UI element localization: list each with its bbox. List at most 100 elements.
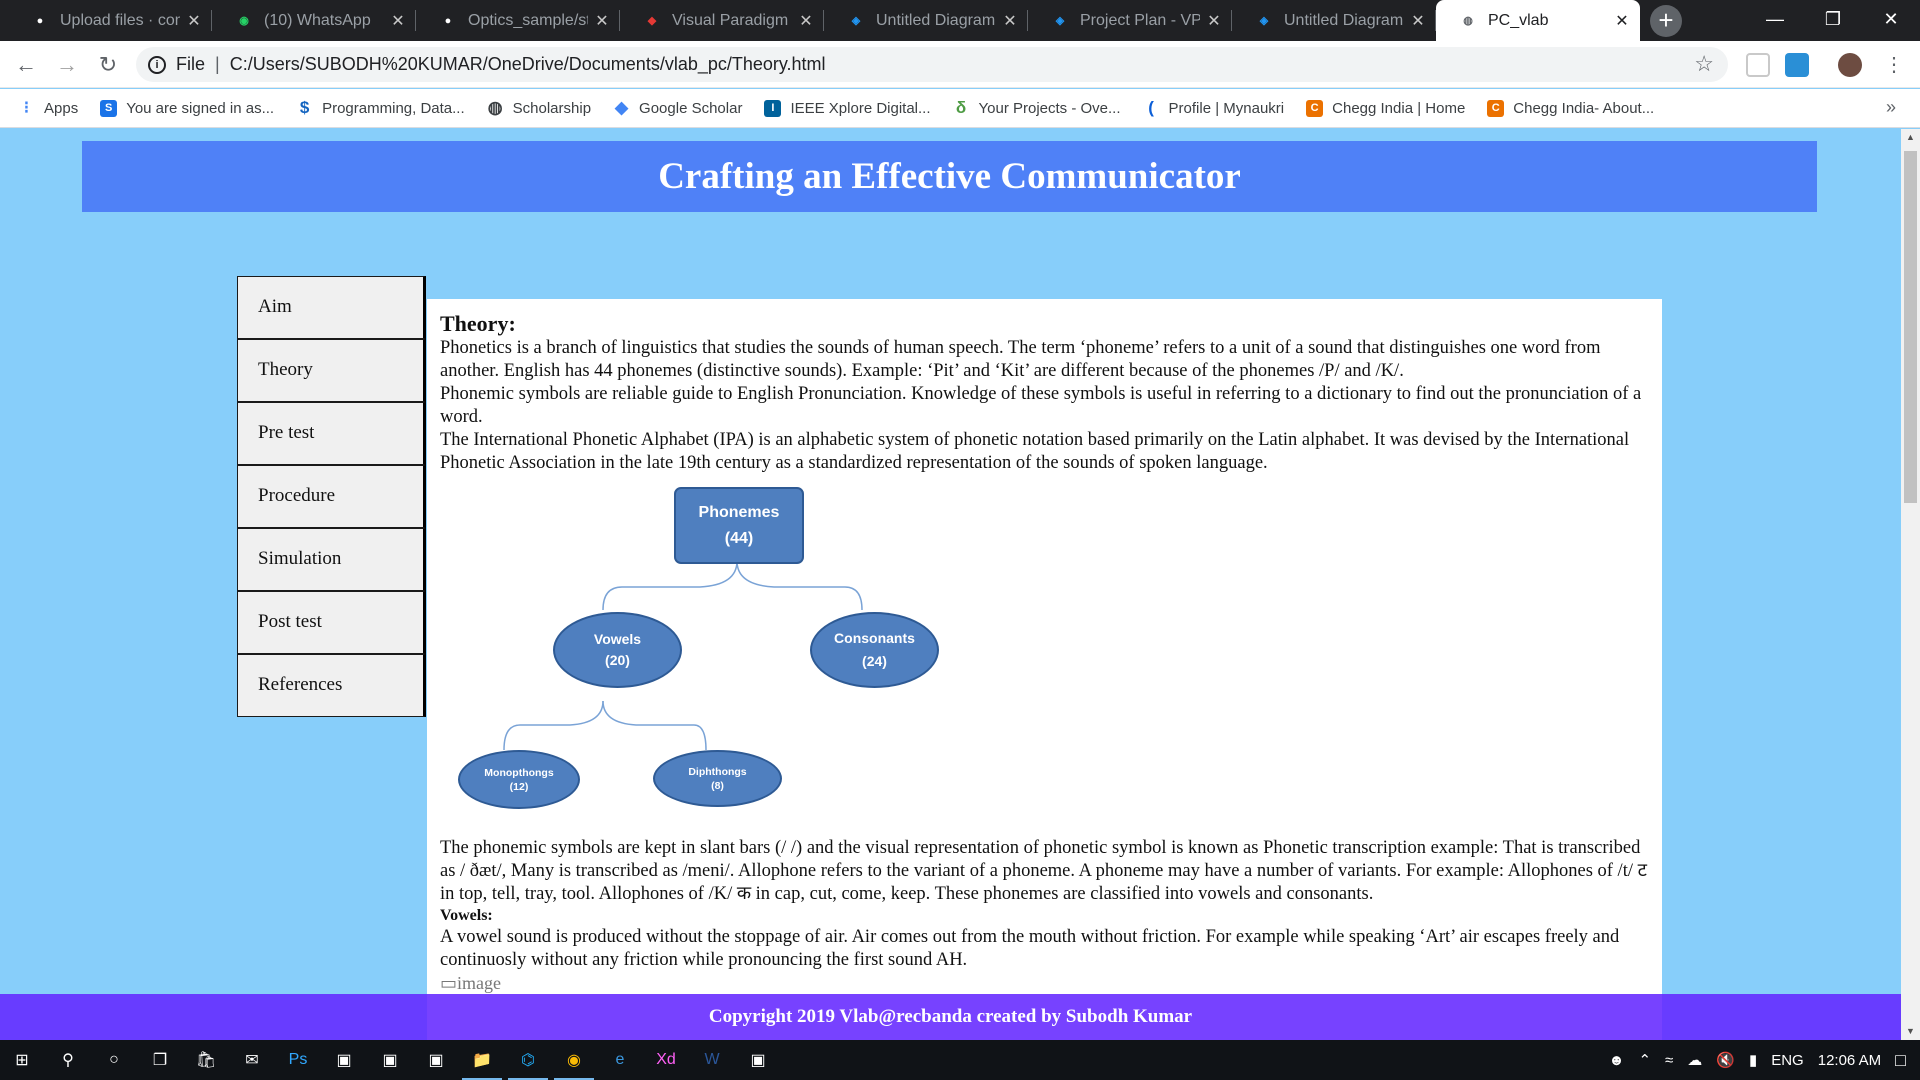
- tab-title: Project Plan - VP O: [1080, 11, 1200, 29]
- bookmark-label: Scholarship: [512, 99, 592, 117]
- bookmark-item[interactable]: ◆Google Scholar: [613, 98, 742, 117]
- tab-close-icon[interactable]: ✕: [391, 12, 405, 30]
- vscode-icon[interactable]: ⌬: [508, 1046, 548, 1080]
- naukri-icon: (: [1148, 98, 1154, 117]
- tab-title: Optics_sample/sto: [468, 11, 588, 29]
- wifi-icon[interactable]: ≈: [1665, 1051, 1674, 1069]
- notifications-icon[interactable]: □: [1895, 1049, 1906, 1070]
- browser-tab[interactable]: ◍PC_vlab✕: [1436, 0, 1640, 41]
- edge-icon[interactable]: e: [615, 1051, 625, 1068]
- app-icon[interactable]: ▣: [336, 1052, 352, 1069]
- extension-icon[interactable]: [1746, 53, 1770, 77]
- chegg-icon: C: [1306, 99, 1324, 117]
- theory-paragraph: Phonetics is a branch of linguistics tha…: [440, 338, 1601, 381]
- browser-tab[interactable]: ●Optics_sample/sto✕: [416, 0, 620, 41]
- bookmark-item[interactable]: ( Profile | Mynaukri: [1143, 98, 1285, 117]
- tab-close-icon[interactable]: ✕: [799, 12, 813, 30]
- store-icon[interactable]: 🛍: [195, 1052, 217, 1069]
- forward-button[interactable]: →: [51, 49, 83, 81]
- bookmark-star-icon[interactable]: ☆: [1694, 51, 1714, 76]
- bookmarks-overflow-icon[interactable]: »: [1885, 97, 1896, 117]
- bookmark-label: Profile | Mynaukri: [1168, 99, 1285, 117]
- tab-close-icon[interactable]: ✕: [187, 12, 201, 30]
- scroll-up-arrow-icon[interactable]: ▲: [1906, 132, 1915, 142]
- browser-menu-button[interactable]: ⋮: [1878, 49, 1910, 81]
- drawio-icon: ◈: [851, 15, 861, 27]
- nav-item-references[interactable]: References: [237, 654, 426, 717]
- nav-item-simulation[interactable]: Simulation: [237, 528, 426, 591]
- theory-paragraph: Phonemic symbols are reliable guide to E…: [440, 384, 1642, 427]
- bookmark-item[interactable]: $Programming, Data...: [296, 98, 465, 117]
- search-icon[interactable]: ⚲: [62, 1052, 74, 1069]
- mail-icon[interactable]: ✉: [245, 1052, 259, 1069]
- photoshop-icon[interactable]: Ps: [288, 1051, 308, 1068]
- tab-close-icon[interactable]: ✕: [1207, 12, 1221, 30]
- xd-icon[interactable]: Xd: [656, 1051, 676, 1068]
- close-window-button[interactable]: ✕: [1883, 9, 1899, 29]
- battery-icon[interactable]: ▮: [1748, 1052, 1758, 1069]
- address-toolbar: ← → ↻ i File | C:/Users/SUBODH%20KUMAR/O…: [0, 41, 1920, 88]
- info-icon[interactable]: i: [148, 55, 166, 74]
- file-scheme-label: File: [176, 54, 206, 74]
- bookmark-item[interactable]: ◍Scholarship: [487, 98, 592, 117]
- scroll-down-arrow-icon[interactable]: ▼: [1906, 1026, 1915, 1036]
- show-hidden-icons-icon[interactable]: ⌃: [1638, 1052, 1652, 1069]
- page-scrollbar[interactable]: ▲ ▼: [1901, 129, 1920, 1040]
- nav-item-theory[interactable]: Theory: [237, 339, 426, 402]
- start-icon[interactable]: ⊞: [15, 1052, 29, 1069]
- browser-tab-bar: ●Upload files · com✕◉(10) WhatsApp✕●Opti…: [0, 0, 1920, 41]
- app-icon[interactable]: ▣: [428, 1052, 444, 1069]
- tab-close-icon[interactable]: ✕: [1003, 12, 1017, 30]
- new-tab-button[interactable]: +: [1650, 5, 1682, 37]
- nav-item-aim[interactable]: Aim: [237, 276, 426, 339]
- nav-item-post-test[interactable]: Post test: [237, 591, 426, 654]
- nav-item-pre-test[interactable]: Pre test: [237, 402, 426, 465]
- back-button[interactable]: ←: [10, 49, 42, 81]
- profile-avatar[interactable]: [1838, 53, 1862, 77]
- restore-button[interactable]: ❐: [1824, 9, 1842, 29]
- language-indicator[interactable]: ENG: [1771, 1051, 1804, 1069]
- onedrive-icon[interactable]: ☁: [1687, 1052, 1703, 1069]
- diphthongs-node: Diphthongs (8): [653, 750, 782, 807]
- nav-item-procedure[interactable]: Procedure: [237, 465, 426, 528]
- reload-button[interactable]: ↻: [92, 49, 124, 81]
- tab-separator: [1027, 10, 1028, 31]
- volume-muted-icon[interactable]: 🔇: [1716, 1052, 1735, 1069]
- people-icon[interactable]: ☻: [1608, 1051, 1625, 1069]
- url-text[interactable]: C:/Users/SUBODH%20KUMAR/OneDrive/Documen…: [229, 54, 826, 74]
- theory-heading: Theory:: [440, 311, 516, 336]
- node-label: Diphthongs: [688, 765, 747, 778]
- app-icon[interactable]: ▣: [750, 1052, 766, 1069]
- chrome-icon[interactable]: ◉: [554, 1046, 594, 1080]
- minimize-button[interactable]: —: [1766, 9, 1784, 29]
- browser-tab[interactable]: ◉(10) WhatsApp✕: [212, 0, 416, 41]
- file-explorer-icon[interactable]: 📁: [462, 1046, 502, 1080]
- tab-close-icon[interactable]: ✕: [595, 12, 609, 30]
- tab-close-icon[interactable]: ✕: [1615, 12, 1629, 30]
- task-view-icon[interactable]: ❐: [152, 1052, 168, 1069]
- word-icon[interactable]: W: [704, 1051, 720, 1068]
- bookmark-item[interactable]: ⁝Apps: [18, 98, 78, 117]
- tab-close-icon[interactable]: ✕: [1411, 12, 1425, 30]
- app-icon[interactable]: ▣: [382, 1052, 398, 1069]
- drawio-icon: ◈: [1259, 15, 1269, 27]
- url-bar[interactable]: i File | C:/Users/SUBODH%20KUMAR/OneDriv…: [136, 47, 1728, 82]
- browser-tab[interactable]: ◆Visual Paradigm O✕: [620, 0, 824, 41]
- cortana-icon[interactable]: ○: [109, 1051, 119, 1068]
- tab-separator: [1435, 10, 1436, 31]
- scrollbar-thumb[interactable]: [1904, 151, 1917, 503]
- browser-tab[interactable]: ●Upload files · com✕: [8, 0, 212, 41]
- browser-tab[interactable]: ◈Project Plan - VP O✕: [1028, 0, 1232, 41]
- node-count: (24): [862, 653, 887, 669]
- clock[interactable]: 12:06 AM: [1817, 1051, 1882, 1069]
- browser-tab[interactable]: ◈Untitled Diagram✕: [1232, 0, 1436, 41]
- extension-icon[interactable]: [1785, 53, 1809, 77]
- browser-tab[interactable]: ◈Untitled Diagram✕: [824, 0, 1028, 41]
- globe-icon: ◍: [1463, 15, 1473, 27]
